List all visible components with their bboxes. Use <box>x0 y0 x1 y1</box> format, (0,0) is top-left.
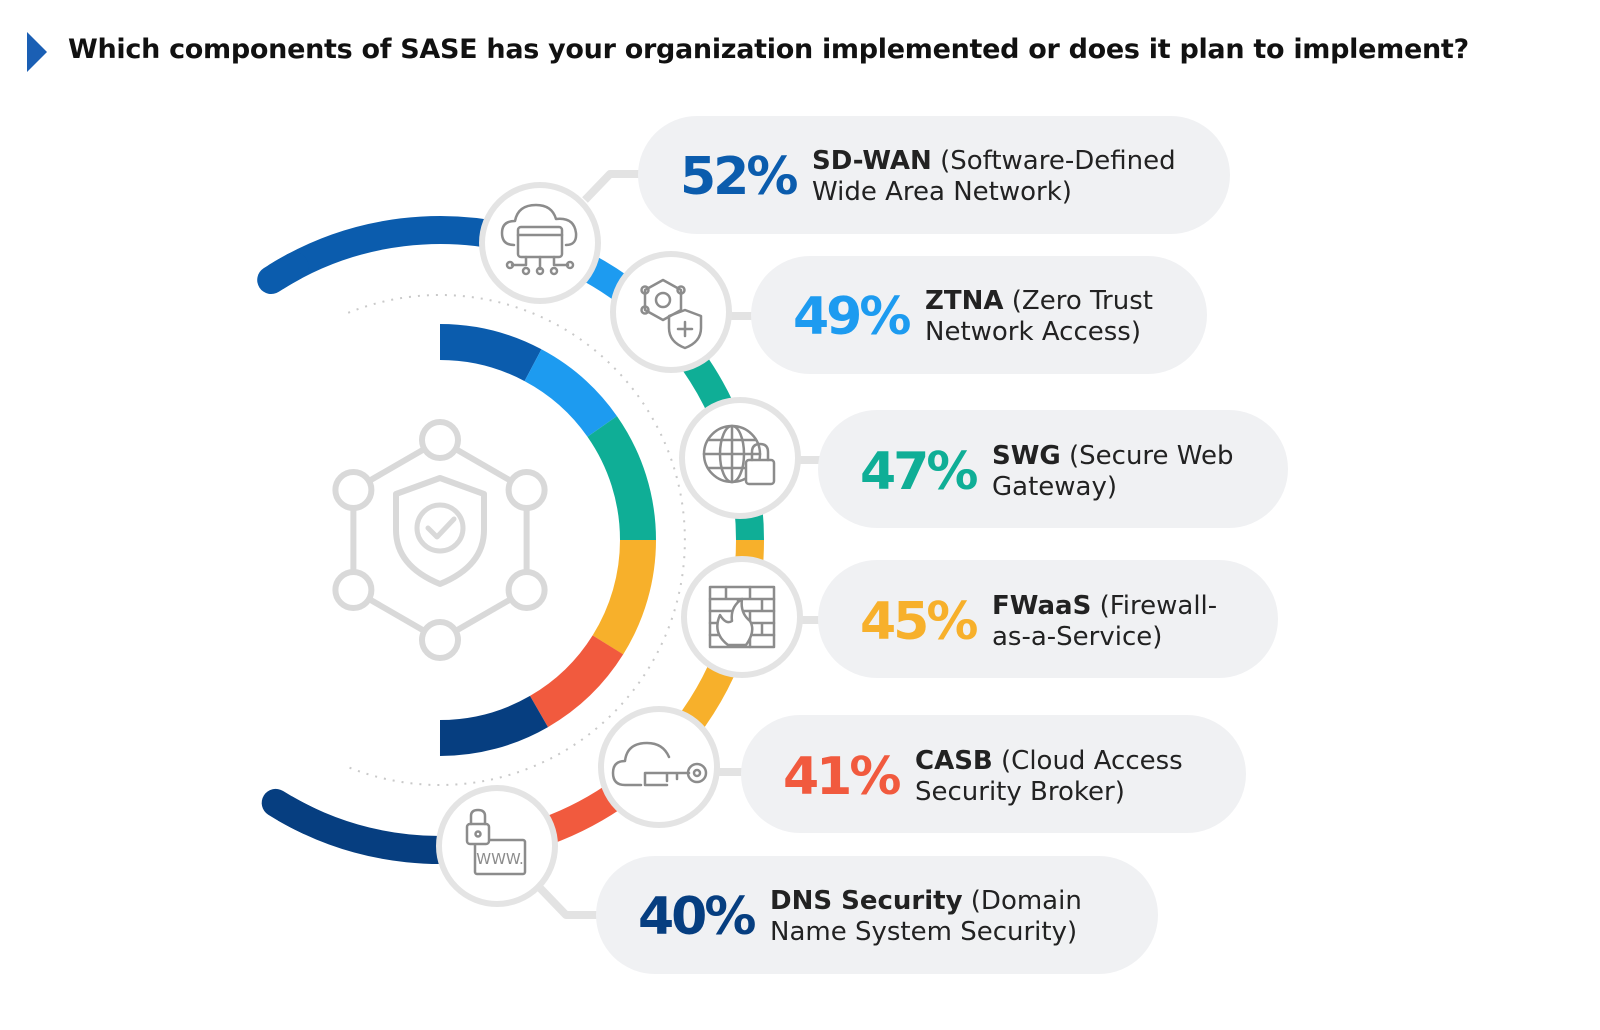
category-label-line2: Gateway) <box>992 472 1117 502</box>
category-label: DNS Security (Domain <box>770 886 1082 916</box>
value-label: 45% <box>860 592 977 652</box>
inner-ring-segment <box>439 695 548 756</box>
category-label-line2: as-a-Service) <box>992 622 1162 652</box>
category-label-line2: Network Access) <box>925 317 1141 347</box>
inner-ring-segment <box>529 635 624 728</box>
globe-lock-icon <box>679 397 801 519</box>
inner-ring-segment <box>439 324 542 382</box>
pill-background <box>751 256 1207 374</box>
chart-title: Which components of SASE has your organi… <box>68 34 1469 65</box>
firewall-icon <box>681 556 803 678</box>
inner-ring-segment <box>592 539 656 655</box>
triangle-marker-icon <box>27 32 47 72</box>
pill-background <box>818 560 1278 678</box>
pill-fwaas: 45% FWaaS (Firewall-as-a-Service) <box>818 560 1278 678</box>
category-label: ZTNA (Zero Trust <box>925 286 1153 316</box>
category-label: SD-WAN (Software-Defined <box>812 146 1176 176</box>
pill-background <box>638 116 1230 234</box>
category-label: SWG (Secure Web <box>992 441 1234 471</box>
icon-circles: WWW. <box>436 182 803 907</box>
www-text: WWW. <box>476 850 524 868</box>
inner-ring-segment <box>524 349 617 438</box>
value-label: 52% <box>680 147 797 207</box>
category-label: CASB (Cloud Access <box>915 746 1183 776</box>
shield-network-icon <box>610 251 732 373</box>
connector-line <box>537 885 600 919</box>
category-label-line2: Wide Area Network) <box>812 177 1072 207</box>
cloud-network-icon <box>479 182 601 304</box>
www-lock-icon: WWW. <box>436 785 558 907</box>
dotted-guide-arc <box>347 294 686 786</box>
value-label: 40% <box>638 887 755 947</box>
category-label-line2: Security Broker) <box>915 777 1125 807</box>
value-label: 49% <box>793 287 910 347</box>
pill-background <box>596 856 1158 974</box>
shield-check-network-icon <box>332 419 548 661</box>
outer-ring-cap <box>261 788 323 835</box>
inner-ring <box>347 294 686 786</box>
pill-background <box>741 715 1246 833</box>
outer-ring-cap <box>257 252 309 294</box>
inner-ring-segment <box>587 416 656 541</box>
category-label-line2: Name System Security) <box>770 917 1077 947</box>
cloud-key-icon <box>598 706 720 828</box>
category-label: FWaaS (Firewall- <box>992 591 1217 621</box>
value-label: 41% <box>783 747 900 807</box>
pill-background <box>818 410 1288 528</box>
value-label: 47% <box>860 442 977 502</box>
connector-line <box>582 170 640 203</box>
